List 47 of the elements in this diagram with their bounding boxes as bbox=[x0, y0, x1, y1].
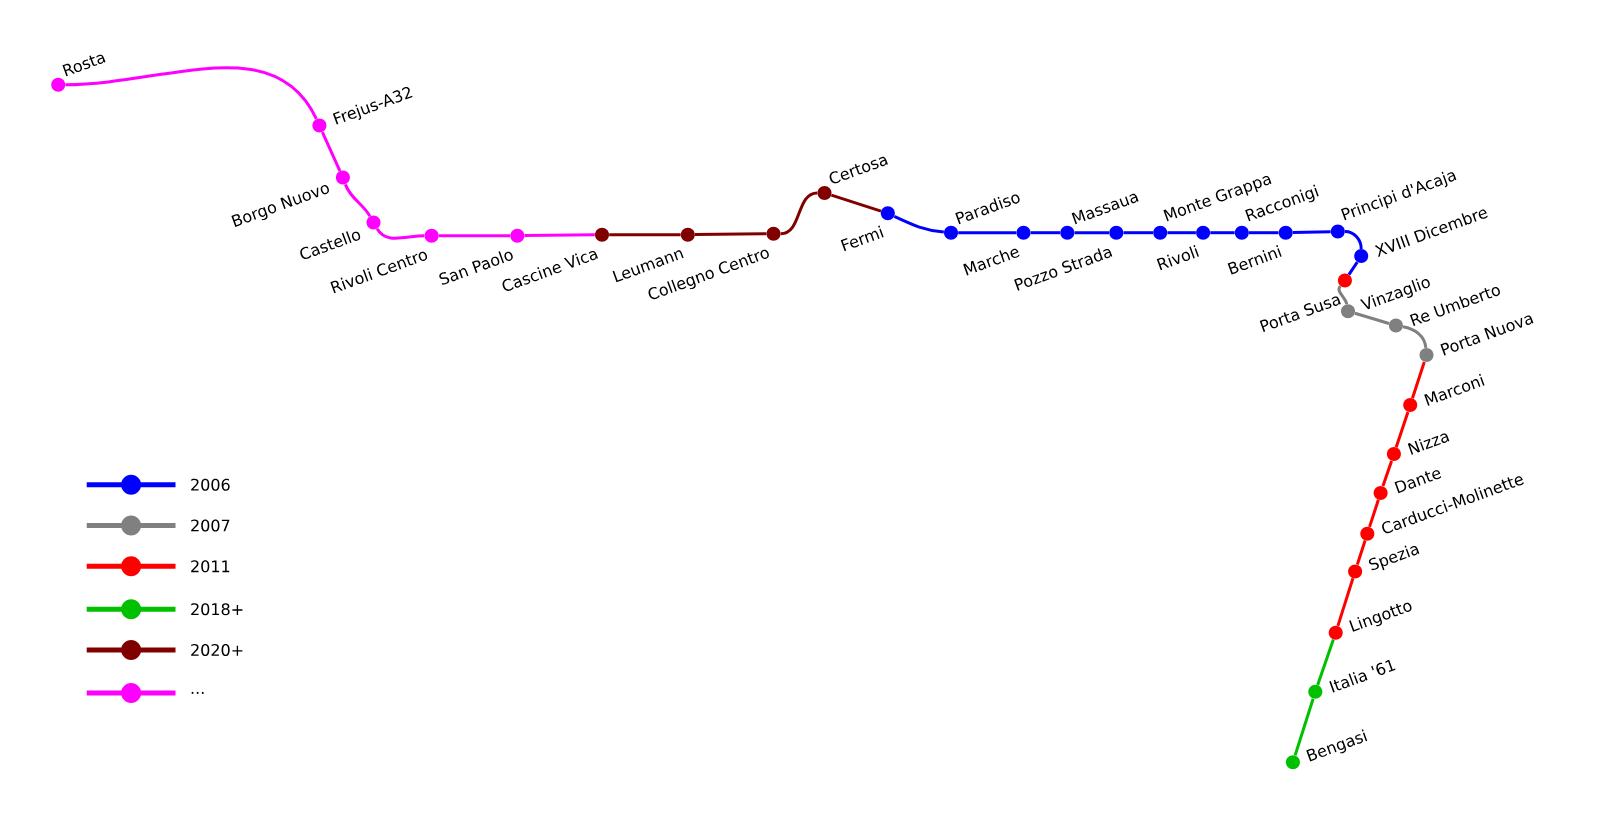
track-line bbox=[1292, 230, 1331, 235]
track-line bbox=[1394, 411, 1410, 448]
track-line bbox=[1402, 325, 1428, 349]
track-line bbox=[321, 131, 342, 172]
track-line bbox=[1030, 231, 1061, 235]
station-label: Rosta bbox=[62, 54, 106, 77]
legend-label: 2007 bbox=[191, 519, 230, 532]
track-line bbox=[1355, 540, 1367, 565]
track-line bbox=[780, 191, 818, 236]
track-line bbox=[893, 215, 944, 234]
track-line bbox=[695, 232, 767, 237]
track-line bbox=[1336, 577, 1355, 627]
station-label: Rivoli bbox=[1156, 244, 1199, 271]
track-line bbox=[1344, 230, 1363, 250]
track-line bbox=[1316, 639, 1335, 686]
track-line bbox=[375, 227, 425, 240]
station-label: Rivoli Centro bbox=[330, 251, 428, 294]
station-label: Porta Susa bbox=[1259, 296, 1341, 333]
track-line bbox=[1411, 361, 1426, 399]
track-line bbox=[1354, 311, 1390, 325]
track-line bbox=[1337, 285, 1349, 305]
track-line bbox=[958, 231, 1017, 235]
track-line bbox=[1368, 499, 1380, 528]
track-line bbox=[1167, 231, 1196, 235]
station-label: Borgo Nuovo bbox=[231, 185, 329, 227]
track-line bbox=[344, 183, 372, 217]
track-line bbox=[1210, 231, 1235, 235]
track-line bbox=[1249, 231, 1279, 235]
track-line bbox=[609, 233, 681, 237]
track-line bbox=[1347, 261, 1359, 276]
track-line bbox=[1123, 231, 1153, 235]
track-line bbox=[830, 193, 882, 213]
track-line bbox=[438, 234, 511, 238]
legend-label: 2011 bbox=[191, 560, 230, 573]
legend-label: 2006 bbox=[191, 478, 230, 491]
legend-label: 2018+ bbox=[191, 603, 243, 616]
station-label: Nizza bbox=[1407, 433, 1450, 455]
legend-label: 2020+ bbox=[191, 643, 243, 657]
station-label: Italia '61 bbox=[1329, 659, 1396, 693]
track-line bbox=[1293, 698, 1315, 756]
legend-label: ... bbox=[191, 691, 204, 694]
track-line bbox=[524, 233, 595, 238]
track-line bbox=[1074, 231, 1110, 235]
station-label: Spezia bbox=[1368, 545, 1420, 571]
track-line bbox=[1381, 460, 1393, 487]
track-line bbox=[65, 66, 318, 120]
station-label: Fermi bbox=[840, 225, 884, 252]
